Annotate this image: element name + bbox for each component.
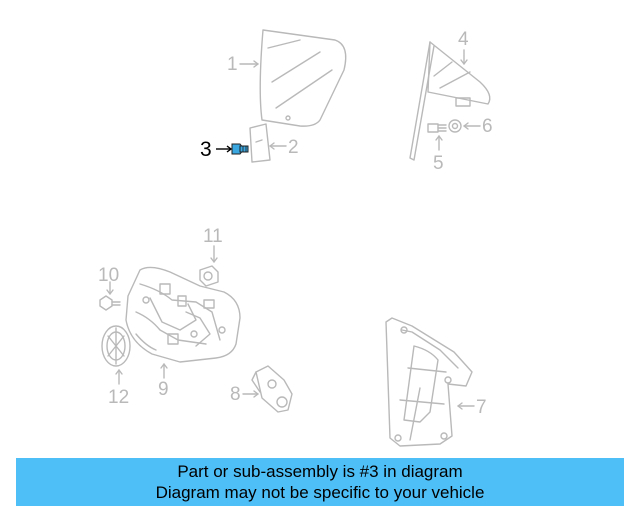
part-11-clip [199,265,219,287]
leader-5 [435,135,443,151]
callout-11[interactable]: 11 [203,226,223,247]
leader-7 [457,402,475,410]
leader-10 [106,281,114,295]
exploded-parts-diagram [99,29,491,447]
callout-2[interactable]: 2 [288,137,299,158]
part-1-door-glass [259,29,347,127]
part-12-speaker [101,325,131,367]
callout-8[interactable]: 8 [230,384,241,405]
leader-4 [460,49,468,65]
part-7-window-regulator [385,317,473,447]
banner-line-part: Part or sub-assembly is #3 in diagram [177,462,463,481]
part-8-motor [251,365,293,413]
leader-12 [115,369,123,385]
leader-8 [242,390,259,398]
leader-1 [239,60,259,68]
leader-3 [216,145,233,153]
info-banner: Part or sub-assembly is #3 in diagram Di… [16,458,624,506]
part-4-quarter-glass [409,41,491,161]
leader-2 [269,142,287,150]
callout-3[interactable]: 3 [200,138,212,161]
leader-9 [160,363,168,379]
part-5-screw [427,123,447,133]
part-3-bolt-highlighted [231,143,249,155]
banner-line-disclaimer: Diagram may not be specific to your vehi… [155,483,485,502]
leader-11 [210,245,218,263]
callout-12[interactable]: 12 [108,387,130,408]
part-6-grommet [448,119,462,133]
callout-10[interactable]: 10 [98,265,120,286]
callout-4[interactable]: 4 [458,29,469,50]
leader-6 [463,122,481,130]
part-9-door-module [125,266,241,363]
callout-1[interactable]: 1 [227,54,238,75]
callout-5[interactable]: 5 [433,153,444,174]
callout-6[interactable]: 6 [482,116,493,137]
callout-7[interactable]: 7 [476,397,487,418]
part-10-bolt [99,295,121,311]
part-2-bracket [249,123,271,163]
callout-9[interactable]: 9 [158,379,169,400]
